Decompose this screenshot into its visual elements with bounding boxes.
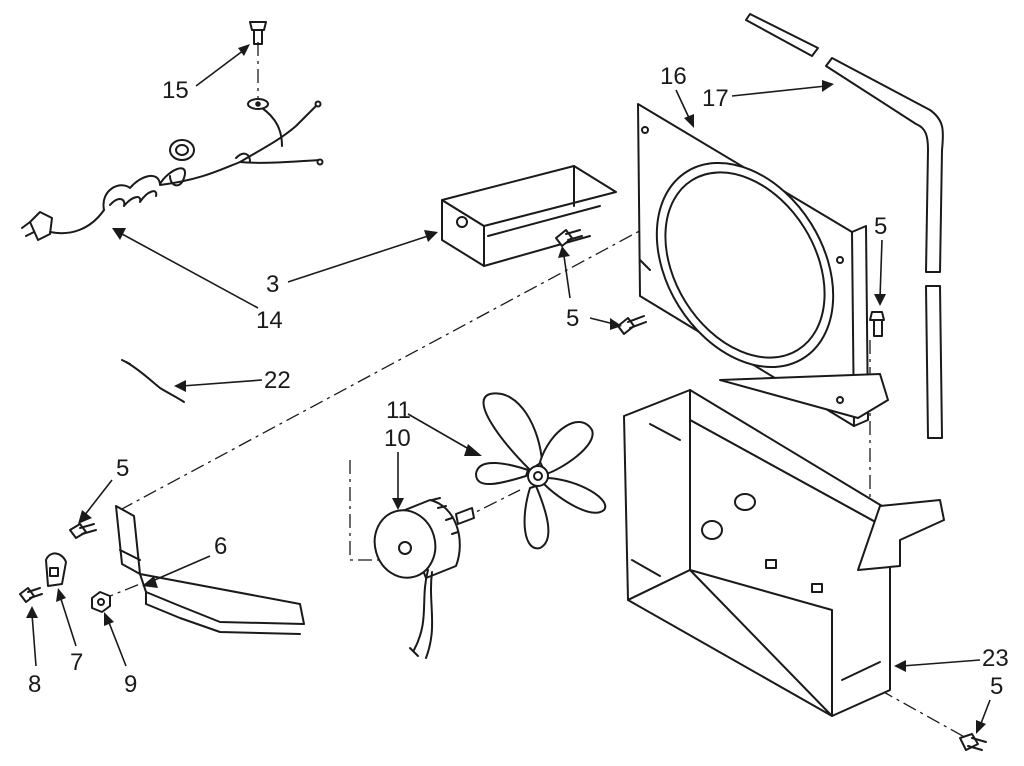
callout-23: 23 — [982, 645, 1009, 672]
callout-5-left: 5 — [116, 455, 129, 482]
nut-9 — [91, 591, 111, 613]
callout-11: 11 — [386, 397, 411, 424]
motor-10 — [373, 497, 475, 659]
callout-14: 14 — [256, 307, 283, 334]
shroud-panel-16 — [637, 103, 889, 427]
callout-8: 8 — [28, 671, 41, 698]
screw-5-middle — [617, 315, 647, 335]
screw-8 — [19, 587, 43, 603]
seal-strips-17 — [745, 13, 944, 439]
callout-3: 3 — [266, 271, 279, 298]
callout-15: 15 — [162, 77, 189, 104]
callout-9: 9 — [124, 671, 137, 698]
screw-15 — [247, 21, 269, 110]
clamp-7 — [45, 552, 67, 587]
callout-5-bottom: 5 — [990, 673, 1003, 700]
base-housing-23 — [623, 389, 945, 717]
power-cord — [21, 100, 324, 241]
callout-22: 22 — [264, 367, 291, 394]
callout-17: 17 — [702, 85, 729, 112]
screw-5-bottom — [959, 733, 987, 751]
callout-5-right: 5 — [874, 213, 887, 240]
callout-10: 10 — [384, 425, 411, 452]
callout-5-upper: 5 — [566, 305, 579, 332]
callout-16: 16 — [660, 63, 687, 90]
bracket-6 — [115, 505, 305, 635]
bracket-3 — [441, 165, 617, 267]
screw-5-right — [869, 311, 885, 337]
wire-22 — [121, 359, 185, 403]
screw-5-upper — [555, 229, 583, 247]
callouts: 15 14 3 16 17 5 5 22 11 — [26, 44, 1009, 734]
callout-7: 7 — [70, 649, 83, 676]
fan-blade-11 — [475, 392, 607, 550]
callout-6: 6 — [214, 533, 227, 560]
screw-5-left — [69, 523, 97, 539]
